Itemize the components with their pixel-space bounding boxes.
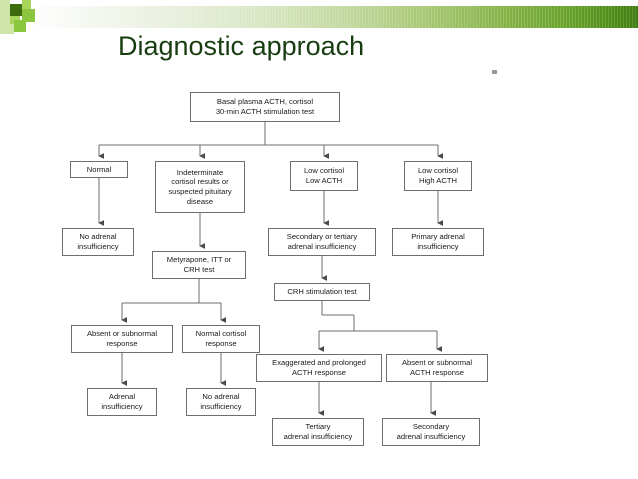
brand-logo-icon	[0, 0, 42, 36]
flowchart-node-n10: CRH stimulation test	[274, 283, 370, 301]
flowchart-node-label: CRH stimulation test	[287, 287, 357, 297]
stray-artifact-mark	[492, 70, 497, 74]
flowchart-node-n2: Normal	[70, 161, 128, 178]
slide-header-bar	[30, 6, 638, 28]
page-title: Diagnostic approach	[118, 31, 365, 61]
flowchart-node-label: Normal	[86, 164, 112, 174]
